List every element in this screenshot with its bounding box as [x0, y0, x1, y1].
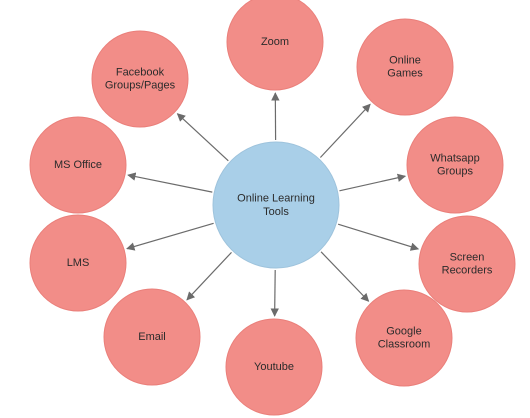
node-zoom-circle: [226, 0, 324, 91]
node-screen-recorders-label-line-2: Recorders: [442, 265, 493, 277]
connector-arrows: [126, 92, 420, 317]
node-whatsapp-groups-label-line-1: Whatsapp: [430, 153, 480, 165]
node-ms-office: MS Office: [29, 116, 127, 214]
node-screen-recorders-circle: [418, 215, 516, 313]
node-zoom: Zoom: [226, 0, 324, 91]
node-email-circle: [103, 288, 201, 386]
node-ms-office-label-line-1: MS Office: [54, 159, 102, 171]
node-screen-recorders-label-line-1: Screen: [450, 252, 485, 264]
arrow-to-email: [186, 251, 232, 301]
node-lms-label-line-1: LMS: [67, 257, 90, 269]
node-whatsapp-groups-circle: [406, 116, 504, 214]
node-ms-office-circle: [29, 116, 127, 214]
center-node-label-line-2: Tools: [263, 206, 289, 218]
arrow-to-screen-recorders: [337, 223, 420, 251]
center-node-circle: [212, 141, 340, 269]
arrow-to-lms: [126, 222, 214, 251]
node-whatsapp-groups-label-line-2: Groups: [437, 166, 474, 178]
node-google-classroom-label-line-1: Google: [386, 326, 421, 338]
node-online-games-label-line-1: Online: [389, 55, 421, 67]
node-zoom-label-line-1: Zoom: [261, 36, 289, 48]
node-facebook-groups-pages-label-line-2: Groups/Pages: [105, 80, 176, 92]
node-youtube-circle: [225, 318, 323, 416]
arrow-to-whatsapp-groups: [339, 173, 407, 192]
arrow-to-google-classroom: [320, 251, 370, 302]
node-google-classroom-circle: [355, 289, 453, 387]
node-facebook-groups-pages-circle: [91, 30, 189, 128]
node-youtube-label-line-1: Youtube: [254, 361, 294, 373]
node-google-classroom-label-line-2: Classroom: [378, 339, 431, 351]
node-online-games-label-line-2: Games: [387, 68, 423, 80]
node-email-label-line-1: Email: [138, 331, 166, 343]
arrow-to-ms-office: [127, 172, 213, 193]
node-facebook-groups-pages-label-line-1: Facebook: [116, 67, 165, 79]
tool-nodes: ZoomOnlineGamesWhatsappGroupsScreenRecor…: [29, 0, 516, 416]
node-lms-circle: [29, 214, 127, 312]
node-youtube: Youtube: [225, 318, 323, 416]
node-online-games-circle: [356, 18, 454, 116]
center-node-label-line-1: Online Learning: [237, 192, 315, 204]
arrow-to-youtube: [270, 269, 279, 317]
node-email: Email: [103, 288, 201, 386]
arrow-to-facebook-groups-pages: [176, 113, 229, 162]
arrow-to-online-games: [319, 103, 371, 158]
node-lms: LMS: [29, 214, 127, 312]
